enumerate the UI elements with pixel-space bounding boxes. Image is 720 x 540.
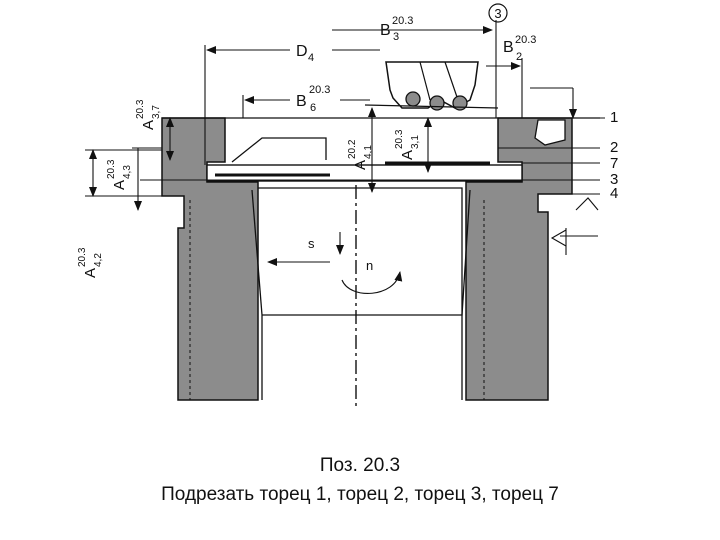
clamp-arrow bbox=[550, 229, 598, 247]
b6-sub: 6 bbox=[310, 102, 316, 114]
b3-sup: 20.3 bbox=[392, 15, 413, 27]
b3-letter: B bbox=[380, 22, 391, 39]
a43-sup: 20.3 bbox=[106, 159, 117, 179]
bore-taper-right bbox=[461, 189, 471, 316]
a442-sub: 4,2 bbox=[93, 253, 104, 267]
a37-sub: 3,7 bbox=[151, 105, 162, 119]
caption-operation: Подрезать торец 1, торец 2, торец 3, тор… bbox=[161, 484, 559, 505]
a41-letter: A bbox=[352, 160, 369, 170]
dimension-lines bbox=[85, 20, 605, 294]
a442-letter: A bbox=[82, 268, 99, 278]
callout-1: 1 bbox=[610, 109, 618, 126]
tool-insert-3 bbox=[452, 95, 468, 111]
a43-sub: 4,3 bbox=[122, 165, 133, 179]
b2-letter: B bbox=[503, 39, 514, 56]
feed-label: s bbox=[308, 236, 315, 251]
b6-sup: 20.3 bbox=[309, 84, 330, 96]
a43-letter: A bbox=[111, 180, 128, 190]
a31-sub: 3,1 bbox=[410, 135, 421, 149]
bore-outline bbox=[258, 187, 463, 316]
workpiece-left-wall bbox=[161, 117, 259, 401]
a31-sup: 20.3 bbox=[394, 129, 405, 149]
b6-letter: B bbox=[296, 93, 307, 110]
rotation-arrow bbox=[341, 271, 403, 294]
workpiece bbox=[161, 117, 573, 410]
callout-2: 2 bbox=[610, 139, 618, 156]
a37-sup: 20.3 bbox=[135, 99, 146, 119]
face-contours bbox=[140, 117, 600, 195]
caption-position: Поз. 20.3 bbox=[319, 455, 401, 476]
a37-letter: A bbox=[140, 120, 157, 130]
a31-letter: A bbox=[399, 150, 416, 160]
tool-insert-2 bbox=[429, 95, 445, 111]
b3-sub: 3 bbox=[393, 31, 399, 43]
a442-sup: 20.3 bbox=[77, 247, 88, 267]
corner-insert bbox=[534, 119, 566, 146]
tool-base bbox=[364, 104, 499, 109]
groove-face-7 bbox=[206, 164, 523, 182]
d4-letter: D bbox=[296, 43, 308, 60]
callout-4: 4 bbox=[610, 185, 618, 202]
position-marker-label: 3 bbox=[494, 6, 501, 21]
support-symbol bbox=[575, 197, 599, 211]
workpiece-right-wall bbox=[465, 117, 573, 401]
rotation-label: n bbox=[366, 258, 373, 273]
b2-sup: 20.3 bbox=[515, 34, 536, 46]
tool-divider-1 bbox=[419, 61, 431, 101]
a41-sub: 4,1 bbox=[363, 145, 374, 159]
recess-contour bbox=[231, 137, 327, 163]
callout-3: 3 bbox=[610, 171, 618, 188]
b2-sub: 2 bbox=[516, 51, 522, 63]
tool-insert-1 bbox=[405, 91, 421, 107]
callout-7: 7 bbox=[610, 155, 618, 172]
position-marker-circle bbox=[488, 3, 508, 23]
tool-divider-2 bbox=[444, 61, 459, 101]
d4-sub: 4 bbox=[308, 52, 314, 64]
cutting-tool bbox=[364, 61, 499, 111]
bore-taper-left bbox=[251, 189, 263, 316]
a41-sup: 20.2 bbox=[347, 139, 358, 159]
dimension-labels: 3 B 20.3 3 D 4 B 20.3 2 B 20.3 6 A 20.3 … bbox=[77, 3, 618, 278]
